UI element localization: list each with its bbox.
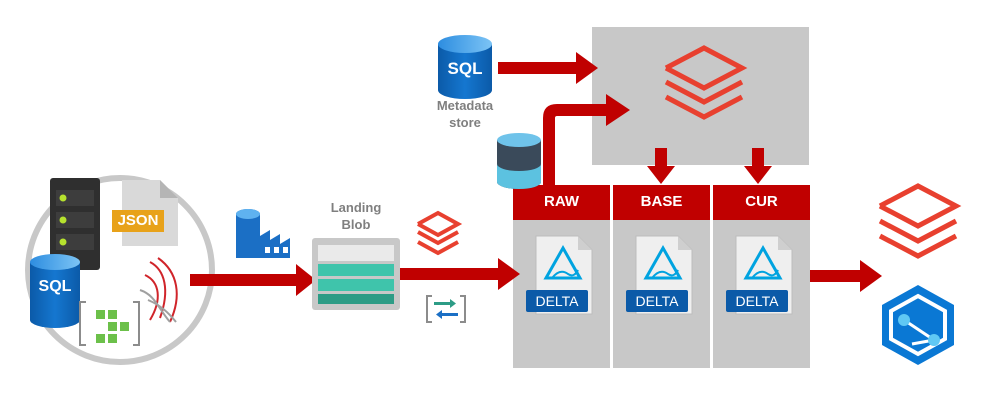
landing-blob-label: Landing Blob <box>316 199 396 233</box>
base-header-label: BASE <box>640 193 683 210</box>
delta-cur-label: DELTA <box>735 293 779 309</box>
raw-header-label: RAW <box>544 193 579 210</box>
databricks-main-logo-icon <box>664 45 748 120</box>
data-gateway-icon <box>79 301 140 346</box>
sql-server-logo-icon <box>139 257 178 323</box>
base-header <box>613 185 710 220</box>
source-sql-text: SQL <box>38 278 72 295</box>
delta-base-label: DELTA <box>635 293 679 309</box>
sql-database-icon <box>30 254 80 328</box>
delta-base-icon <box>626 235 693 315</box>
synapse-analytics-icon <box>882 285 954 365</box>
server-icon <box>50 178 100 270</box>
raw-header <box>513 185 610 220</box>
arrow-sql-to-databricks <box>498 52 598 84</box>
landing-label-line2: Blob <box>341 217 371 232</box>
delta-raw-icon <box>526 235 593 315</box>
landing-label-line1: Landing <box>330 200 382 215</box>
cur-header-label: CUR <box>745 193 778 210</box>
databricks-consumer-logo-icon <box>878 183 962 259</box>
delta-raw-label: DELTA <box>535 293 579 309</box>
metadata-label-line2: store <box>449 115 481 130</box>
arrow-cur-to-consumers <box>810 260 882 292</box>
json-text: JSON <box>117 212 159 229</box>
arrow-raw-to-databricks <box>543 94 630 186</box>
data-factory-icon <box>236 209 290 258</box>
json-file-icon <box>112 180 178 246</box>
cur-header <box>713 185 810 220</box>
metadata-store-label: Metadata store <box>425 97 505 131</box>
metadata-sql-text: SQL <box>447 59 483 78</box>
arrow-databricks-to-cur <box>744 148 772 184</box>
arrow-databricks-to-base <box>647 148 675 184</box>
delta-cur-icon <box>726 235 793 315</box>
metadata-sql-icon <box>438 35 492 99</box>
arrow-sources-to-landing <box>190 264 316 296</box>
databricks-logo-icon <box>417 210 463 256</box>
metadata-label-line1: Metadata <box>436 98 494 113</box>
storage-cylinder-icon <box>497 133 541 189</box>
arrow-landing-to-raw <box>398 258 520 290</box>
blob-storage-icon <box>312 238 400 310</box>
event-stream-icon <box>426 295 466 323</box>
